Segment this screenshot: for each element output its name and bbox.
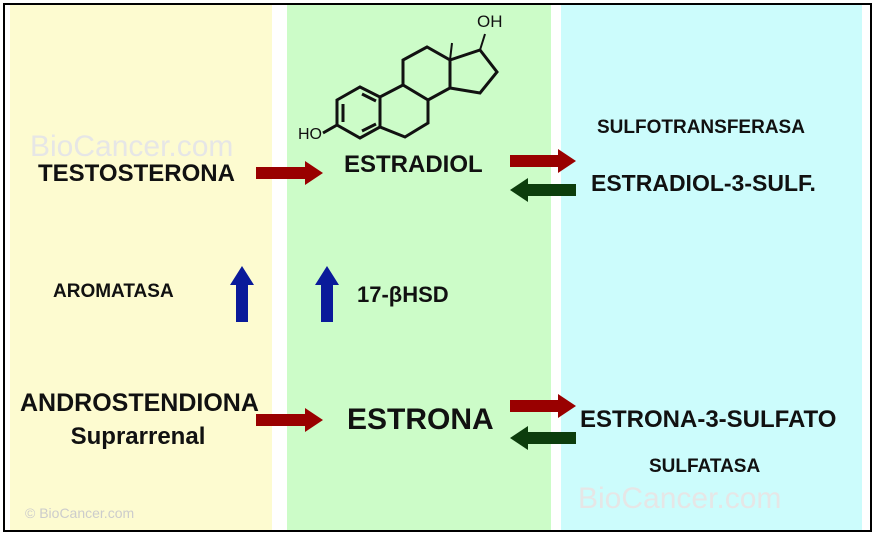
- column-sulfates: [561, 5, 862, 530]
- arrow-up-icon: [315, 266, 339, 322]
- column-precursors: [10, 5, 272, 530]
- copyright: © BioCancer.com: [25, 505, 135, 521]
- sulfotransferasa-label: SULFOTRANSFERASA: [597, 117, 805, 138]
- aromatasa-label: AROMATASA: [53, 281, 174, 302]
- estrona-label: ESTRONA: [347, 403, 494, 436]
- arrow-right-icon: [510, 149, 576, 173]
- estrona-sulfato-label: ESTRONA-3-SULFATO: [580, 406, 837, 433]
- 17bhsd-label: 17-βHSD: [357, 282, 449, 307]
- arrow-right-icon: [256, 408, 323, 432]
- testosterona-label: TESTOSTERONA: [38, 160, 235, 187]
- watermark: BioCancer.com: [30, 130, 234, 163]
- estradiol-sulfate-label: ESTRADIOL-3-SULF.: [591, 170, 816, 196]
- arrow-right-icon: [510, 394, 576, 418]
- androstendiona-label: ANDROSTENDIONA: [20, 389, 259, 417]
- watermark: BioCancer.com: [578, 482, 782, 515]
- oh-label: OH: [477, 12, 503, 31]
- up-arrows: [230, 266, 339, 322]
- reverse-arrows: [510, 178, 576, 450]
- arrow-left-icon: [510, 178, 576, 202]
- estradiol-label: ESTRADIOL: [344, 151, 483, 178]
- forward-arrows: [256, 149, 576, 432]
- suprarrenal-label: Suprarrenal: [70, 423, 206, 450]
- sulfatasa-label: SULFATASA: [649, 456, 761, 477]
- arrow-up-icon: [230, 266, 254, 322]
- column-estrogens: [287, 5, 551, 530]
- arrow-right-icon: [256, 161, 323, 185]
- ho-label: HO: [298, 126, 322, 143]
- diagram-frame: [3, 3, 872, 532]
- arrow-left-icon: [510, 426, 576, 450]
- estradiol-structure: [322, 33, 499, 140]
